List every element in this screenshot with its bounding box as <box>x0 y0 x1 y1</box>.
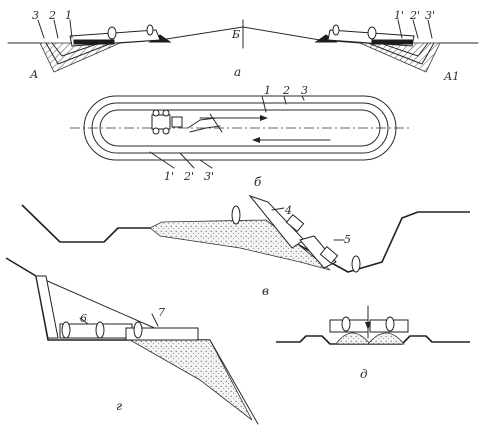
scraper-plan <box>187 113 223 133</box>
leader-b-2p <box>179 152 195 169</box>
label-a-3: 3 <box>32 9 39 22</box>
label-a-2: 2 <box>48 9 56 22</box>
scraper-pair-d <box>329 316 409 333</box>
label-a-2p: 2' <box>409 9 420 22</box>
leader-3p-right <box>427 19 433 39</box>
label-v-5: 5 <box>344 233 351 246</box>
tractor-plan <box>151 109 183 135</box>
leader-3-left <box>37 19 45 39</box>
label-b-3p: 3' <box>204 170 214 183</box>
label-a-B: Б <box>231 28 240 41</box>
panel-v: 4 5 в <box>21 194 470 298</box>
soil-pile-right-d <box>367 332 405 345</box>
panel-label-b: б <box>254 175 262 189</box>
label-a-1p: 1' <box>394 9 404 22</box>
arrow-back-head <box>252 137 260 143</box>
leader-b-1p <box>149 151 175 169</box>
leader-b-2 <box>283 95 287 105</box>
label-b-1p: 1' <box>164 170 174 183</box>
leader-b-1 <box>261 95 267 113</box>
scraper-left <box>69 24 161 47</box>
panel-g: 6 7 г <box>5 257 259 425</box>
leader-g-6 <box>79 317 89 325</box>
soil-pile-left-d <box>335 332 371 345</box>
arrow-forward-head <box>260 115 268 121</box>
soil-deposit-v <box>149 219 331 271</box>
left-cut-layer-2 <box>45 42 113 65</box>
label-g-7: 7 <box>158 306 165 319</box>
scraper-5 <box>299 235 361 273</box>
panel-label-g: г <box>116 399 122 413</box>
leader-b-3 <box>301 95 305 101</box>
label-a-3p: 3' <box>425 9 435 22</box>
axis-arrow-d <box>365 322 371 330</box>
scraper-right <box>327 24 415 47</box>
panel-b: 1 2 3 1' 2' 3' б <box>70 84 410 189</box>
label-b-1: 1 <box>264 84 271 97</box>
label-a-1: 1 <box>65 9 72 22</box>
panel-d: д <box>276 305 470 381</box>
label-a-A: А <box>29 68 38 81</box>
leader-2-left <box>53 19 59 39</box>
leader-v-4 <box>271 207 285 211</box>
panel-label-v: в <box>262 284 269 298</box>
leader-2p-right <box>412 19 419 39</box>
fill-slope-g <box>209 339 259 425</box>
label-g-6: 6 <box>80 312 87 325</box>
panel-label-d: д <box>360 367 368 381</box>
panel-a: 3 2 1 1' 2' 3' Б А А1 а <box>7 9 479 83</box>
label-b-2: 2 <box>282 84 290 97</box>
soil-fill-g <box>128 339 253 421</box>
scraper-7 <box>125 321 199 341</box>
left-cut-layer-1 <box>51 42 101 57</box>
scraper-6 <box>59 321 133 339</box>
leader-1-left <box>69 19 73 39</box>
label-a-A1: А1 <box>443 70 459 83</box>
right-cut-section <box>359 42 441 73</box>
leader-b-3p <box>199 159 213 169</box>
leader-1p-right <box>397 19 403 39</box>
left-cut-section <box>39 42 121 73</box>
label-b-2p: 2' <box>183 170 194 183</box>
label-v-4: 4 <box>284 204 292 217</box>
right-cut-layer-1 <box>379 42 429 57</box>
leader-g-7 <box>151 313 159 327</box>
slope-wedge-g <box>35 275 59 339</box>
panel-label-a: а <box>234 65 241 79</box>
label-b-3: 3 <box>301 84 308 97</box>
right-cut-layer-2 <box>367 42 435 65</box>
